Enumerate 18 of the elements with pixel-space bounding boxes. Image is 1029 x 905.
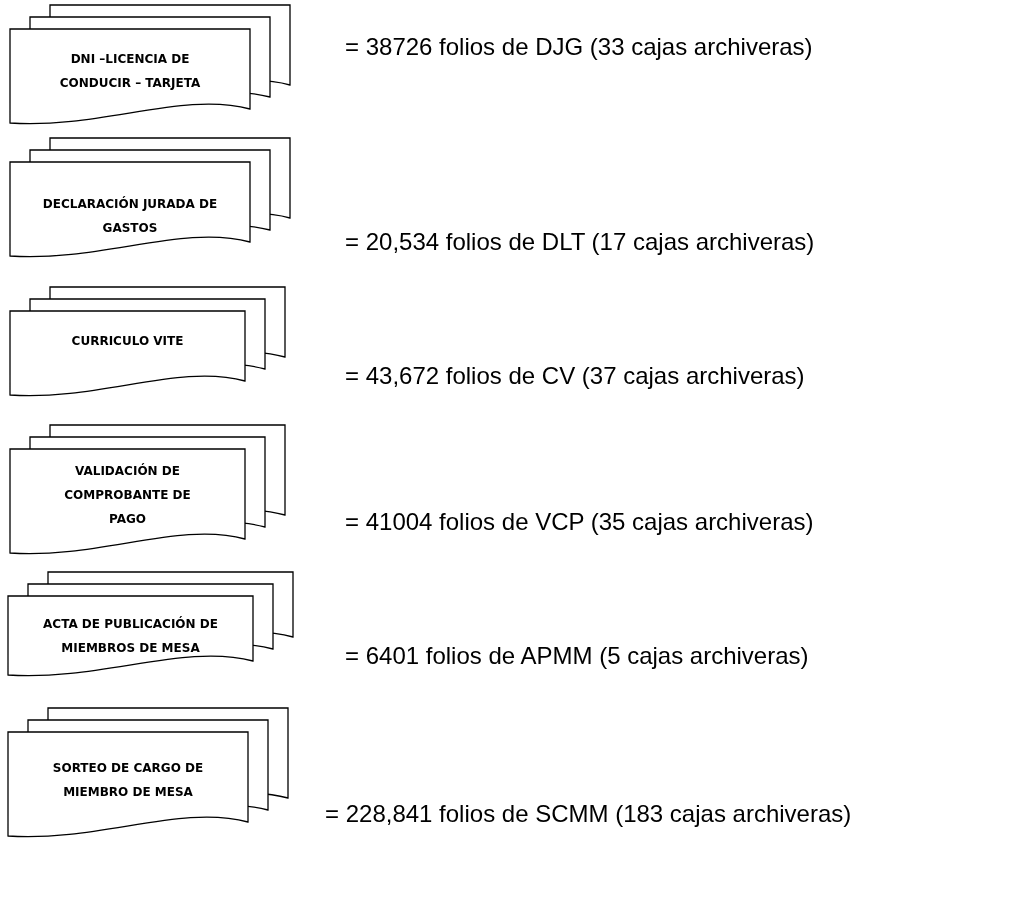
multi-document-shape (8, 572, 293, 677)
multi-document-shape (10, 5, 290, 125)
multi-document-shape (10, 138, 290, 258)
document-label: ACTA DE PUBLICACIÓN DE MIEMBROS DE MESA (42, 615, 219, 657)
folio-count-text: = 41004 folios de VCP (35 cajas archiveras) (345, 508, 814, 536)
folio-count-text: = 38726 folios de DJG (33 cajas archiveras) (345, 33, 813, 61)
multi-document-shape (8, 708, 288, 838)
folio-count-text: = 20,534 folios de DLT (17 cajas archiveras) (345, 228, 815, 256)
folio-count-text: = 43,672 folios de CV (37 cajas archiveras) (345, 362, 805, 390)
document-label: VALIDACIÓN DE COMPROBANTE DE PAGO (63, 462, 192, 528)
document-label: CURRICULO VITE (71, 333, 184, 350)
folio-count-text: = 228,841 folios de SCMM (183 cajas archiveras) (325, 800, 852, 828)
document-label: DNI –LICENCIA DE CONDUCIR – TARJETA (58, 51, 202, 92)
document-label: SORTEO DE CARGO DE MIEMBRO DE MESA (51, 760, 205, 801)
document-label: DECLARACIÓN JURADA DE GASTOS (42, 195, 218, 237)
multi-document-shape (10, 287, 285, 397)
folio-count-text: = 6401 folios de APMM (5 cajas archiveras) (345, 642, 809, 670)
multi-document-shape (10, 425, 285, 555)
